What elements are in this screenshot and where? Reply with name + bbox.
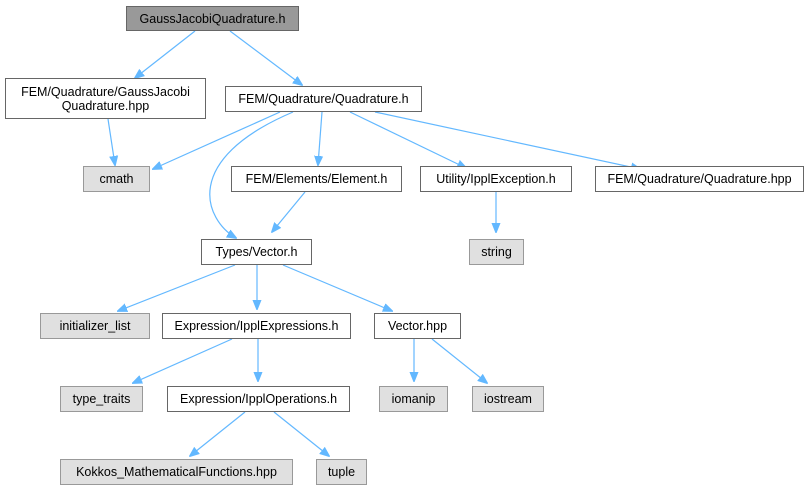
- edge-quadrature-h-to-ipplexception-h: [349, 111, 466, 168]
- edge-ipplexpressions-h-to-type-traits: [133, 338, 233, 383]
- edge-quadrature-h-to-quadrature-hpp: [374, 111, 640, 169]
- edge-gaussjacobi-hpp-to-cmath: [107, 118, 115, 165]
- node-type-traits: type_traits: [60, 386, 143, 412]
- edge-quadrature-h-to-cmath: [153, 111, 281, 169]
- node-iomanip: iomanip: [379, 386, 448, 412]
- edge-quadrature-h-to-vector-h: [209, 111, 294, 238]
- edge-vector-h-to-initializer-list: [118, 264, 236, 311]
- edge-root-to-quadrature-h: [229, 30, 302, 85]
- edge-root-to-gaussjacobi-hpp: [135, 30, 196, 78]
- node-ipploperations-h[interactable]: Expression/IpplOperations.h: [167, 386, 350, 412]
- node-gaussjacobi-quadrature-hpp[interactable]: FEM/Quadrature/GaussJacobi Quadrature.hp…: [5, 78, 206, 119]
- node-element-h[interactable]: FEM/Elements/Element.h: [231, 166, 402, 192]
- node-iostream: iostream: [472, 386, 544, 412]
- node-cmath: cmath: [83, 166, 150, 192]
- node-vector-hpp[interactable]: Vector.hpp: [374, 313, 461, 339]
- edge-vector-h-to-vector-hpp: [282, 264, 392, 311]
- node-quadrature-h[interactable]: FEM/Quadrature/Quadrature.h: [225, 86, 422, 112]
- node-gaussjacobiquadrature-h: GaussJacobiQuadrature.h: [126, 6, 299, 31]
- node-vector-h[interactable]: Types/Vector.h: [201, 239, 312, 265]
- node-initializer-list: initializer_list: [40, 313, 150, 339]
- node-ipplexception-h[interactable]: Utility/IpplException.h: [420, 166, 572, 192]
- node-tuple: tuple: [316, 459, 367, 485]
- edge-element-h-to-vector-h: [272, 191, 306, 232]
- node-string: string: [469, 239, 524, 265]
- edge-ipploperations-h-to-kokkos-mf-hpp: [190, 411, 246, 456]
- edge-vector-hpp-to-iostream: [431, 338, 487, 383]
- node-quadrature-hpp[interactable]: FEM/Quadrature/Quadrature.hpp: [595, 166, 804, 192]
- node-ipplexpressions-h[interactable]: Expression/IpplExpressions.h: [162, 313, 351, 339]
- node-kokkos-mathematicalfunctions-hpp: Kokkos_MathematicalFunctions.hpp: [60, 459, 293, 485]
- edge-quadrature-h-to-element-h: [318, 111, 322, 165]
- edge-ipploperations-h-to-tuple: [273, 411, 329, 456]
